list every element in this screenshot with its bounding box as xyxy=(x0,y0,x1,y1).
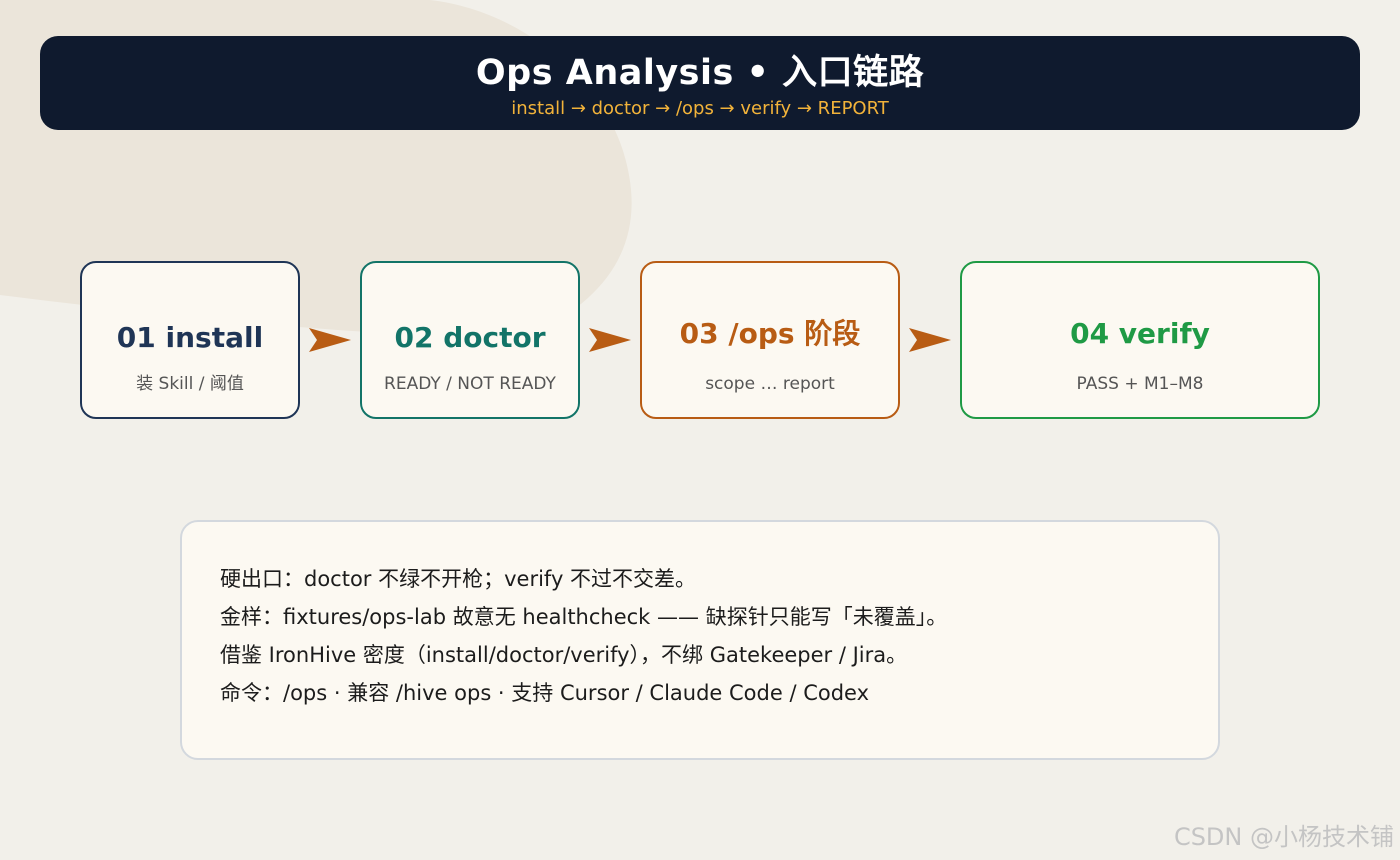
step-card-ops: 03 /ops 阶段 scope … report xyxy=(640,261,900,419)
arrow-right-icon xyxy=(309,328,351,352)
notes-panel: 硬出口：doctor 不绿不开枪；verify 不过不交差。 金样：fixtur… xyxy=(180,520,1220,760)
step-subtitle: scope … report xyxy=(705,374,835,394)
step-subtitle: PASS + M1–M8 xyxy=(1076,374,1204,394)
step-title: 02 doctor xyxy=(394,321,546,354)
header-banner: Ops Analysis • 入口链路 install → doctor → /… xyxy=(40,36,1360,130)
step-card-verify: 04 verify PASS + M1–M8 xyxy=(960,261,1320,419)
page-title: Ops Analysis • 入口链路 xyxy=(475,53,925,93)
step-title: 03 /ops 阶段 xyxy=(679,317,861,350)
note-line: 命令：/ops · 兼容 /hive ops · 支持 Cursor / Cla… xyxy=(220,681,870,705)
arrow-right-icon xyxy=(909,328,951,352)
watermark: CSDN @小杨技术铺 xyxy=(1173,823,1394,851)
step-card-install: 01 install 装 Skill / 阈值 xyxy=(80,261,300,419)
page-subtitle: install → doctor → /ops → verify → REPOR… xyxy=(511,98,889,119)
step-subtitle: READY / NOT READY xyxy=(384,374,556,394)
note-line: 硬出口：doctor 不绿不开枪；verify 不过不交差。 xyxy=(220,567,697,591)
step-subtitle: 装 Skill / 阈值 xyxy=(136,374,244,394)
notes-list: 硬出口：doctor 不绿不开枪；verify 不过不交差。 金样：fixtur… xyxy=(220,560,947,712)
step-title: 01 install xyxy=(116,321,264,354)
step-card-doctor: 02 doctor READY / NOT READY xyxy=(360,261,580,419)
step-title: 04 verify xyxy=(1070,317,1210,350)
note-line: 借鉴 IronHive 密度（install/doctor/verify），不绑… xyxy=(220,643,908,667)
arrow-right-icon xyxy=(589,328,631,352)
note-line: 金样：fixtures/ops-lab 故意无 healthcheck —— 缺… xyxy=(220,605,948,629)
